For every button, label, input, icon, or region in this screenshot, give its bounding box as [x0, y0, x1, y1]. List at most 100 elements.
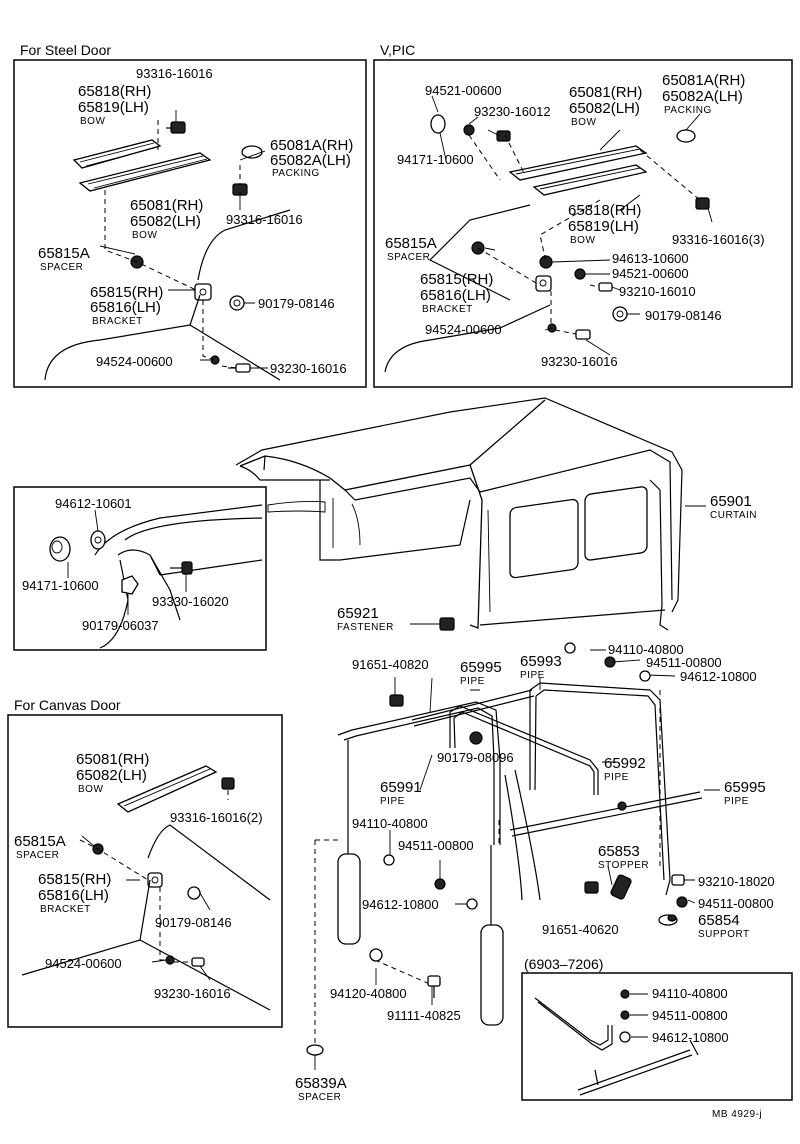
inset-94511-label: 94511-00800: [652, 1008, 728, 1023]
bracket-detail-90179-label: 90179-06037: [82, 618, 159, 633]
bracket-detail-94171-label: 94171-10600: [22, 578, 99, 593]
inset-94511: [620, 1010, 630, 1020]
vpic-93316-label: 93316-16016(3): [672, 232, 765, 247]
vpic-nut: [612, 306, 628, 322]
steel-door-panel: For Steel Door: [13, 42, 367, 388]
frame-91651-a-label: 91651-40820: [352, 657, 429, 672]
vpic-bow2-rh-label: 65818(RH): [568, 202, 641, 219]
canvas-door-93316-label: 93316-16016(2): [170, 810, 263, 825]
steel-door-bow-word: BOW: [80, 116, 105, 127]
footer-code: MB 4929-j: [712, 1109, 762, 1120]
steel-door-packing-lh-label: 65082A(LH): [270, 152, 351, 169]
frame-65991-word: PIPE: [380, 796, 405, 807]
frame-65992-num: 65992: [604, 755, 646, 772]
curtain-window-left: [509, 498, 579, 579]
steel-door-bow-lower: [78, 152, 212, 192]
canvas-door-bracket-rh-label: 65815(RH): [38, 871, 111, 888]
bracket-detail-frame: [13, 486, 267, 651]
vpic-screw-93210: [598, 282, 613, 292]
vpic-bracket-lh-label: 65816(LH): [420, 287, 491, 304]
canvas-door-bracket: [147, 872, 163, 888]
frame-spacer: [306, 1044, 324, 1056]
vpic-bow-rh-label: 65081(RH): [569, 84, 642, 101]
frame-65995-a-word: PIPE: [460, 676, 485, 687]
vpic-bolt-b: [695, 197, 710, 210]
fastener-num: 65921: [337, 605, 379, 622]
steel-door-packing: [241, 145, 263, 159]
inset-94110-label: 94110-40800: [652, 986, 728, 1001]
frame-65993-word: PIPE: [520, 670, 545, 681]
vpic-cap: [430, 114, 446, 134]
bracket-detail-washer: [90, 530, 106, 550]
frame-94110-a: [564, 642, 576, 654]
steel-door-bolt-top: [166, 121, 186, 134]
vpic-94521-b-label: 94521-00600: [612, 266, 689, 281]
vpic-bolt-a: [496, 130, 511, 142]
steel-door-spacer-word: SPACER: [40, 262, 83, 273]
steel-door-screw: [228, 363, 251, 373]
inset-6903-panel: (6903–7206) 94110-40800 94511-00800 9461…: [521, 956, 793, 1101]
vpic-title: V,PIC: [380, 42, 415, 58]
inset-94612: [619, 1031, 631, 1043]
inset-94612-label: 94612-10800: [652, 1030, 729, 1045]
steel-door-nut: [229, 295, 245, 311]
canvas-door-frame: [7, 714, 283, 1028]
steel-door-bracket-lh-label: 65816(LH): [90, 299, 161, 316]
canvas-door-bracket-word: BRACKET: [40, 904, 91, 915]
steel-door-packing-word: PACKING: [272, 168, 320, 179]
steel-door-90179-label: 90179-08146: [258, 296, 335, 311]
steel-door-93230-label: 93230-16016: [270, 361, 347, 376]
frame-94612-a-label: 94612-10800: [680, 669, 757, 684]
frame-94511-c-label: 94511-00800: [698, 896, 774, 911]
steel-door-spacer-num: 65815A: [38, 245, 90, 262]
steel-door-bow2-rh-label: 65081(RH): [130, 197, 203, 214]
frame-90179-nut: [469, 731, 483, 745]
frame-pipes: [314, 649, 720, 1070]
frame-94612-b: [466, 898, 478, 910]
frame-65991-num: 65991: [380, 779, 422, 796]
frame-65993-num: 65993: [520, 653, 562, 670]
canvas-door-bracket-lh-label: 65816(LH): [38, 887, 109, 904]
vpic-bracket-word: BRACKET: [422, 304, 473, 315]
frame-94511-a: [604, 656, 616, 668]
vpic-bracket: [535, 275, 552, 292]
canvas-door-94524-label: 94524-00600: [45, 956, 122, 971]
vpic-washer-94613: [539, 255, 553, 269]
steel-door-frame: [13, 59, 367, 388]
curtain-num: 65901: [710, 493, 752, 510]
frame-clip: [617, 801, 627, 811]
frame-65995-a-num: 65995: [460, 659, 502, 676]
vpic-frame: [373, 59, 793, 388]
canvas-door-bow-rh-label: 65081(RH): [76, 751, 149, 768]
frame-91111: [427, 975, 441, 998]
canvas-door-nut: [187, 886, 201, 900]
bracket-detail-nut: [121, 575, 139, 595]
frame-93210: [671, 874, 685, 886]
canvas-door-bow-lh-label: 65082(LH): [76, 767, 147, 784]
inset-6903-frame: [521, 972, 793, 1101]
vpic-bow-upper: [508, 145, 648, 181]
steel-door-packing-rh-label: 65081A(RH): [270, 137, 353, 154]
frame-90179-label: 90179-08096: [437, 750, 514, 765]
frame-93210-label: 93210-18020: [698, 874, 775, 889]
frame-stopper: [610, 874, 632, 900]
canvas-door-90179-label: 90179-08146: [155, 915, 232, 930]
frame-94511-b-label: 94511-00800: [398, 838, 474, 853]
vpic-packing-lh-label: 65082A(LH): [662, 88, 743, 105]
vpic-94524-label: 94524-00600: [425, 322, 502, 337]
bracket-detail-94612-label: 94612-10601: [55, 496, 132, 511]
bracket-detail-93330-label: 93330-16020: [152, 594, 229, 609]
frame-94120-label: 94120-40800: [330, 986, 407, 1001]
frame-94110-a-label: 94110-40800: [608, 642, 684, 657]
steel-door-bow-rh-label: 65818(RH): [78, 83, 151, 100]
vpic-bow-word: BOW: [571, 117, 596, 128]
frame-spacer-word: SPACER: [298, 1092, 341, 1103]
vpic-packing-word: PACKING: [664, 105, 712, 116]
curtain-window-right: [584, 486, 648, 561]
vpic-screw-93230: [575, 329, 591, 340]
frame-94511-b: [434, 878, 446, 890]
vpic-washer-a: [463, 124, 475, 136]
frame-91651-b-label: 91651-40620: [542, 922, 619, 937]
steel-door-bracket-rh-label: 65815(RH): [90, 284, 163, 301]
frame-94110-b-label: 94110-40800: [352, 816, 428, 831]
